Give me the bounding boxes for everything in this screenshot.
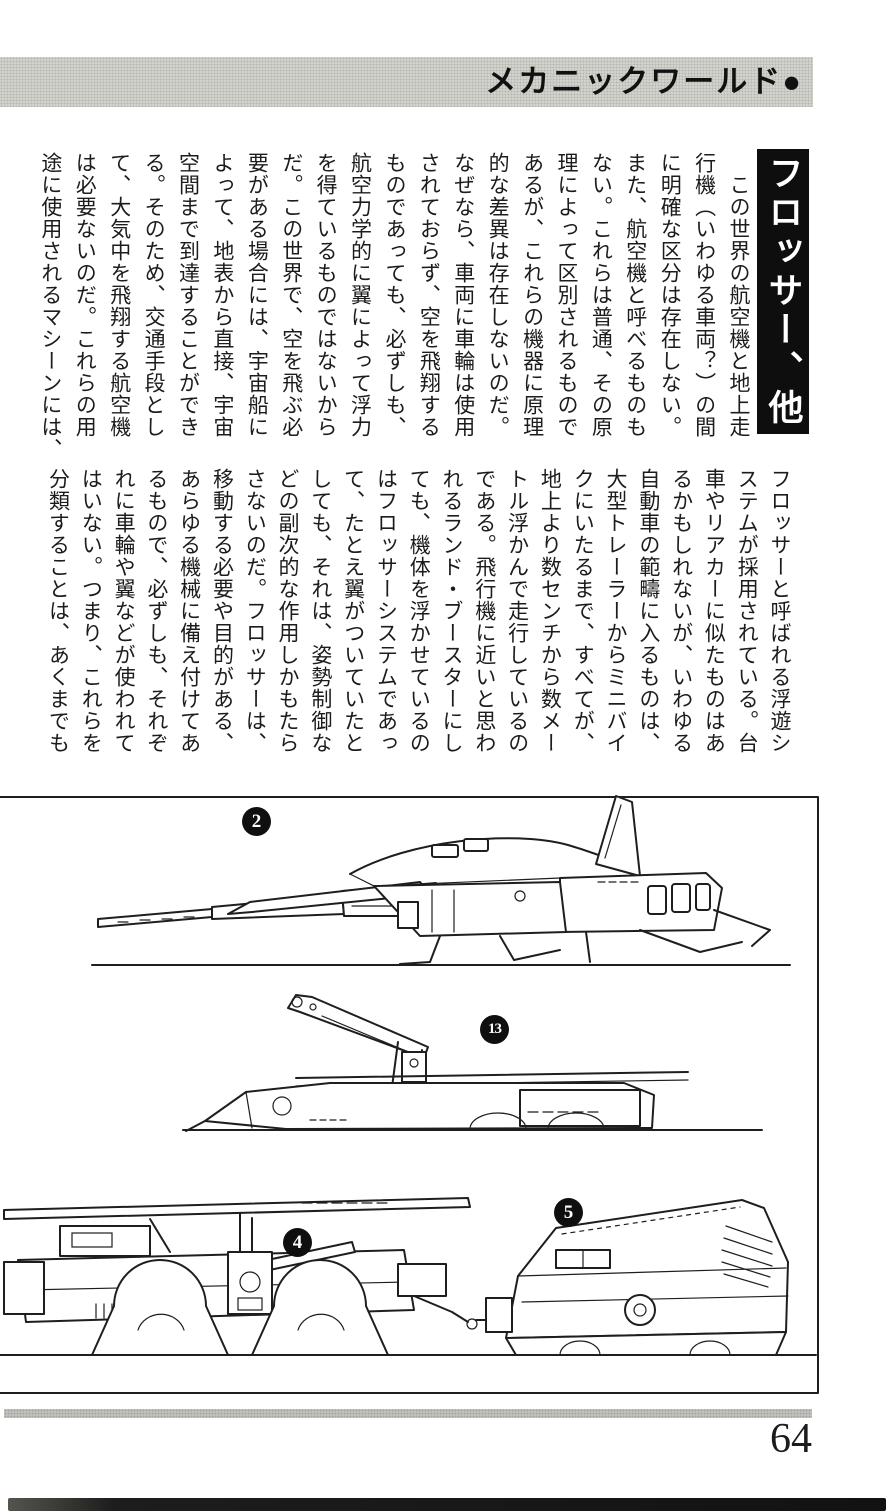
text-column: 行機（いわゆる車両？）の間 [692, 152, 716, 438]
text-column: なぜなら、車両に車輪は使用 [451, 152, 475, 438]
text-column: 要がある場合には、宇宙船に [245, 152, 269, 438]
text-column: しても、それは、姿勢制御な [308, 468, 332, 754]
page-edge-bar [8, 1498, 886, 1511]
figure-number: 4 [292, 1231, 303, 1253]
text-column: さないのだ。フロッサーは、 [243, 468, 267, 754]
text-column: 地上より数センチから数メー [538, 468, 562, 754]
figure-panel [0, 790, 894, 1400]
text-column: されておらず、空を飛翔する [417, 152, 441, 438]
text-column: 移動する必要や目的がある、 [210, 468, 234, 754]
figure-number: 13 [488, 1021, 502, 1037]
text-column: ても、機体を浮かせているの [407, 468, 431, 754]
text-column: を得ているものではないから [314, 152, 338, 438]
text-column: はいない。つまり、これらを [79, 468, 103, 754]
text-column: よって、地表から直接、宇宙 [210, 152, 234, 438]
figure-label-13: 13 [480, 1015, 509, 1044]
text-column: 自動車の範疇に入るものは、 [636, 468, 660, 754]
figure-panel-drawing [0, 795, 819, 1394]
text-column: また、航空機と呼べるものも [623, 152, 647, 438]
text-column: 車やリアカーに似たものはあ [702, 468, 726, 754]
text-column: どの副次的な作用しかもたら [276, 468, 300, 754]
text-column: て、たとえ翼がついていたと [341, 468, 365, 754]
figure-frame [0, 796, 819, 1394]
page-number: 64 [770, 1416, 812, 1462]
text-column: この世界の航空機と地上走 [727, 152, 750, 438]
figure-number: 5 [563, 1201, 574, 1223]
text-column: て、大気中を飛翔する航空機 [107, 152, 131, 438]
text-column: るかもしれないが、いわゆる [669, 468, 693, 754]
text-column: 的な差異は存在しないのだ。 [486, 152, 510, 438]
figure-label-2: 2 [242, 807, 271, 836]
text-column: 分類することは、あくまでも [46, 468, 70, 754]
header-title: メカニックワールド● [485, 64, 803, 99]
text-column: ない。これらは普通、その原 [589, 152, 613, 438]
figure-13-drawing [182, 994, 763, 1132]
text-column: ステムが採用されている。台 [735, 468, 759, 754]
figure-number: 2 [251, 810, 262, 832]
text-column: 途に使用されるマシーンには、 [38, 152, 62, 460]
text-column: フロッサーと呼ばれる浮遊シ [768, 468, 791, 754]
figure-5-drawing [475, 1199, 789, 1356]
text-column: 航空力学的に翼によって浮力 [348, 152, 372, 438]
text-column: トル浮かんで走行しているの [505, 468, 529, 754]
text-column: は必要ないのだ。これらの用 [73, 152, 97, 438]
paragraph-2: フロッサーと呼ばれる浮遊システムが採用されている。台車やリアカーに似たものはある… [40, 468, 795, 820]
text-column: る。そのため、交通手段とし [142, 152, 166, 438]
text-column: に明確な区分は存在しない。 [658, 152, 682, 438]
text-column: ものであっても、必ずしも、 [382, 152, 406, 438]
text-column: 理によって区別されるもので [554, 152, 578, 438]
article-title-box: フロッサー、他 [757, 149, 809, 434]
text-column: あらゆる機械に備え付けてあ [177, 468, 201, 754]
figure-2-drawing [91, 795, 791, 966]
paragraph-1: この世界の航空機と地上走行機（いわゆる車両？）の間に明確な区分は存在しない。また… [32, 152, 755, 504]
article-title: フロッサー、他 [763, 155, 803, 428]
text-column: れに車輪や翼などが使われて [112, 468, 136, 754]
text-column: 空間まで到達することができ [176, 152, 200, 438]
text-column: あるが、これらの機器に原理 [520, 152, 544, 438]
text-column: クにいたるまで、すべてが、 [571, 468, 595, 754]
figure-label-4: 4 [283, 1228, 312, 1257]
figure-label-5: 5 [554, 1198, 583, 1227]
text-column: である。飛行機に近いと思わ [472, 468, 496, 754]
text-column: るもので、必ずしも、それぞ [144, 468, 168, 754]
text-column: れるランド・ブースターにし [440, 468, 464, 754]
footer-rule [4, 1409, 812, 1418]
figure-4-drawing [0, 1197, 817, 1356]
header-band: メカニックワールド● [0, 57, 813, 107]
text-column: 大型トレーラーからミニバイ [604, 468, 628, 754]
text-column: だ。この世界で、空を飛ぶ必 [279, 152, 303, 438]
text-column: はフロッサーシステムであっ [374, 468, 398, 754]
